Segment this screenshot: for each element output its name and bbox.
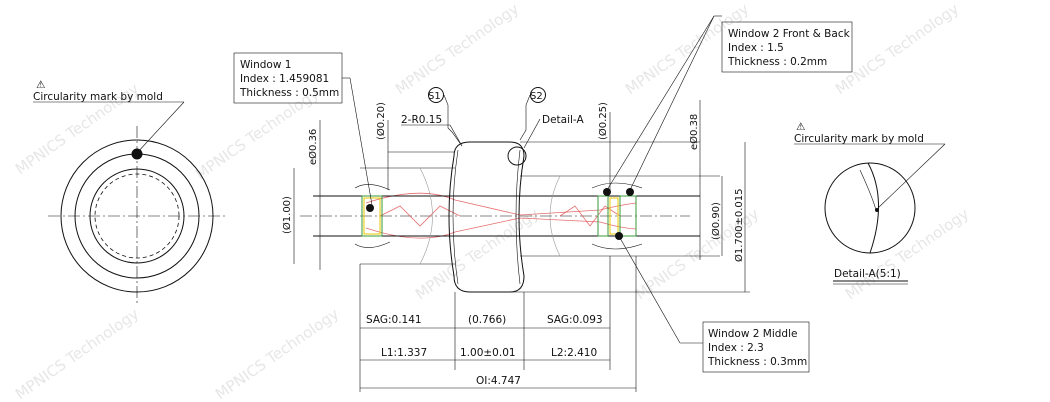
window2-mid-index: Index : 2.3: [708, 342, 764, 354]
dim-d1700: Ø1.700±0.015: [733, 188, 745, 262]
surface-s1-label: S1: [428, 91, 441, 102]
callout-window1: Window 1 Index : 1.459081 Thickness : 0.…: [233, 52, 373, 206]
dim-phi038: eØ0.38: [688, 114, 700, 150]
watermark-text: MPNICS Technology: [192, 84, 322, 183]
warning-icon: ⚠: [796, 121, 805, 133]
watermark-text: MPNICS Technology: [212, 304, 342, 402]
detail-a-view: ⚠ Circularity mark by mold Detail-A(5:1): [794, 121, 946, 285]
detail-a-callout: Detail-A: [542, 114, 584, 126]
watermark-text: MPNICS Technology: [412, 204, 542, 303]
dim-center: 1.00±0.01: [460, 347, 516, 359]
watermark-text: MPNICS Technology: [832, 0, 962, 98]
side-view: S1 S2 2-R0.15 Detail-A eØ0.36 (Ø0.20) (Ø…: [281, 87, 750, 392]
dim-phi036: eØ0.36: [307, 129, 319, 165]
watermark-text: MPNICS Technology: [842, 204, 972, 303]
circularity-label-left: Circularity mark by mold: [33, 91, 163, 103]
dim-d020: (Ø0.20): [375, 102, 387, 140]
dim-sag1: SAG:0.141: [366, 314, 422, 326]
dim-d100: (Ø1.00): [281, 196, 293, 234]
callout-window2-middle: Window 2 Middle Index : 2.3 Thickness : …: [619, 237, 810, 373]
dim-l1: L1:1.337: [381, 347, 427, 359]
window2-fb-thickness: Thickness : 0.2mm: [727, 56, 827, 68]
dim-l2: L2:2.410: [551, 347, 597, 359]
window1-thickness: Thickness : 0.5mm: [239, 87, 339, 99]
dim-sag2: SAG:0.093: [547, 314, 603, 326]
watermark-text: MPNICS Technology: [12, 304, 142, 402]
dim-d025: (Ø0.25): [597, 102, 609, 140]
detail-a-view-label: Detail-A(5:1): [834, 268, 901, 280]
window1-title: Window 1: [240, 59, 291, 71]
warning-icon: ⚠: [36, 79, 45, 91]
window2-mid-thickness: Thickness : 0.3mm: [707, 356, 807, 368]
window2-fb-title: Window 2 Front & Back: [728, 28, 851, 40]
window2-mid-title: Window 2 Middle: [708, 328, 797, 340]
circularity-label-right: Circularity mark by mold: [794, 133, 924, 145]
watermark-text: MPNICS Technology: [392, 0, 522, 98]
dim-w0766: (0.766): [468, 314, 506, 326]
watermark-layer: MPNICS Technology MPNICS Technology MPNI…: [12, 0, 972, 402]
surface-s2-label: S2: [530, 91, 543, 102]
dim-ol: OI:4.747: [476, 375, 521, 387]
window1-index: Index : 1.459081: [240, 73, 329, 85]
dim-d090: (Ø0.90): [710, 202, 722, 240]
callout-window2-front-back: Window 2 Front & Back Index : 1.5 Thickn…: [606, 15, 853, 191]
window2-fb-index: Index : 1.5: [728, 42, 784, 54]
radius-label: 2-R0.15: [401, 114, 442, 126]
end-view: ⚠ Circularity mark by mold: [33, 79, 227, 306]
